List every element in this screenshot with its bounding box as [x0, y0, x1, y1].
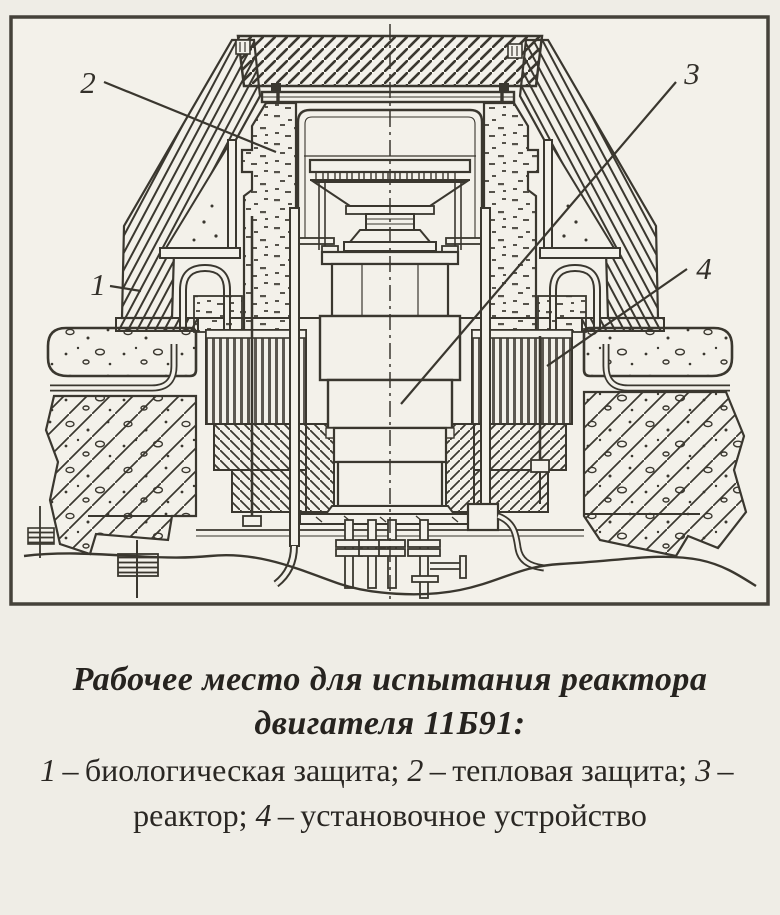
legend-num-2: 2: [407, 752, 424, 788]
legend-dash: –: [277, 797, 294, 833]
legend-num-3: 3: [695, 752, 712, 788]
legend-num-4: 4: [255, 797, 272, 833]
legend-item-1: 1–биологическая защита;: [40, 752, 407, 788]
legend-sep-1: ;: [390, 752, 408, 788]
legend-num-1: 1: [40, 752, 57, 788]
legend-dash: –: [717, 752, 734, 788]
legend-item-3: 3–реактор;: [133, 752, 740, 833]
callout-leaders: [103, 80, 688, 405]
concrete-slab-left: [46, 326, 198, 392]
ground-line: [23, 552, 757, 596]
figure-title: Рабочее место для испытания реактора дви…: [14, 658, 766, 746]
shield-block-right: [537, 295, 587, 333]
top-shield-lid: [235, 34, 544, 88]
callout-1: 1: [90, 267, 106, 302]
concrete-slab-right: [582, 326, 734, 392]
figure-title-line2: двигателя 11Б91:: [254, 705, 526, 742]
drain-valve-assembly: [407, 519, 467, 599]
callout-4: 4: [696, 251, 712, 286]
shield-block-left: [193, 295, 243, 333]
figure-caption: Рабочее место для испытания реактора дви…: [14, 658, 766, 838]
figure-title-line1: Рабочее место для испытания реактора: [72, 661, 708, 698]
legend-label-4: установочное устройство: [300, 797, 647, 833]
support-brace-right: [539, 139, 621, 259]
service-pipes: [242, 207, 550, 588]
legend-sep-3: ;: [238, 797, 256, 833]
support-brace-left: [159, 139, 241, 259]
legend-dash: –: [429, 752, 446, 788]
callout-3: 3: [683, 56, 700, 91]
foundation-left: [44, 394, 198, 556]
foundation-right: [582, 390, 748, 558]
figure-legend: 1–биологическая защита; 2–тепловая защит…: [16, 748, 764, 838]
vault-top-plate: [260, 83, 516, 104]
bottom-flanged-pipes: [335, 519, 467, 599]
callout-2: 2: [80, 65, 96, 100]
coolant-arch-pipe-right: [549, 263, 601, 330]
legend-label-3: реактор: [133, 797, 239, 833]
legend-label-2: тепловая защита: [452, 752, 679, 788]
legend-item-2: 2–тепловая защита;: [407, 752, 695, 788]
ground-anchors: [27, 506, 159, 598]
legend-sep-2: ;: [678, 752, 696, 788]
legend-dash: –: [62, 752, 79, 788]
coolant-arch-pipe-left: [179, 263, 231, 330]
legend-label-1: биологическая защита: [84, 752, 391, 788]
legend-item-4: 4–установочное устройство: [256, 797, 647, 833]
